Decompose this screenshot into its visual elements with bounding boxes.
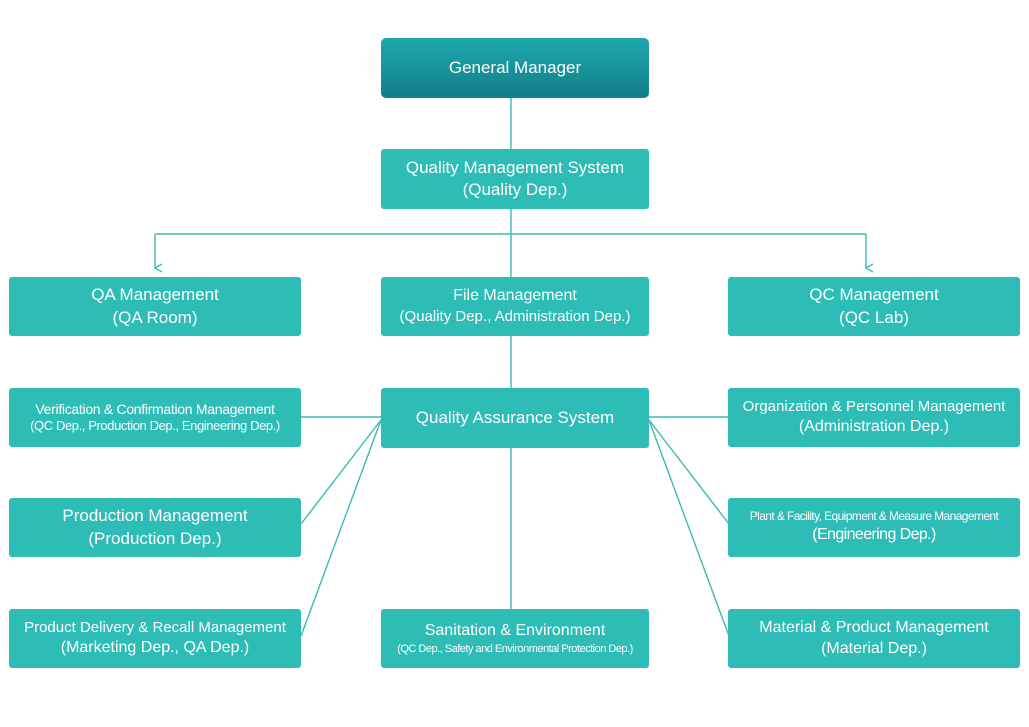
organization-personnel-box: Organization & Personnel Management (Adm… [728,388,1020,447]
qc-management-title: QC Management [809,285,939,305]
material-product-box: Material & Product Management (Material … [728,609,1020,668]
plant-dept: (Engineering Dep.) [812,525,936,543]
sanitation-dept: (QC Dep., Safety and Environmental Prote… [397,642,633,655]
qa-management-title: QA Management [91,285,219,305]
production-dept: (Production Dep.) [88,528,222,548]
qms-title: Quality Management System [405,157,625,177]
verification-title: Verification & Confirmation Management [35,400,275,417]
qc-management-box: QC Management (QC Lab) [728,277,1020,336]
material-dept: (Material Dep.) [821,639,927,657]
file-management-title: File Management [453,287,577,305]
delivery-recall-management-box: Product Delivery & Recall Management (Ma… [9,609,301,668]
connector-qas-material [648,419,730,637]
verification-management-box: Verification & Confirmation Management (… [9,388,301,447]
connector-qas-delivery [300,419,382,637]
connector-qas-production [300,419,382,525]
qms-dept: (Quality Dep.) [462,180,568,199]
quality-assurance-system-box: Quality Assurance System [381,388,649,448]
sanitation-environment-box: Sanitation & Environment (QC Dep., Safet… [381,609,649,668]
connector-qas-plant [648,419,730,525]
delivery-title: Product Delivery & Recall Management [24,619,286,637]
file-management-box: File Management (Quality Dep., Administr… [381,277,649,336]
plant-facility-box: Plant & Facility, Equipment & Measure Ma… [728,498,1020,557]
organization-dept: (Administration Dep.) [798,417,950,435]
organization-title: Organization & Personnel Management [742,398,1006,416]
delivery-dept: (Marketing Dep., QA Dep.) [60,638,250,656]
production-management-box: Production Management (Production Dep.) [9,498,301,557]
qas-title: Quality Assurance System [415,407,615,427]
plant-title: Plant & Facility, Equipment & Measure Ma… [749,509,999,524]
production-title: Production Management [62,506,248,526]
general-manager-box: General Manager [381,38,649,98]
qc-management-dept: (QC Lab) [839,307,909,327]
file-management-dept: (Quality Dep., Administration Dep.) [399,308,631,326]
sanitation-title: Sanitation & Environment [424,621,606,639]
qa-management-box: QA Management (QA Room) [9,277,301,336]
qa-management-dept: (QA Room) [112,307,198,327]
quality-management-system-box: Quality Management System (Quality Dep.) [381,149,649,209]
verification-dept: (QC Dep., Production Dep., Engineering D… [30,418,280,434]
material-title: Material & Product Management [759,618,989,636]
general-manager-label: General Manager [448,57,582,77]
